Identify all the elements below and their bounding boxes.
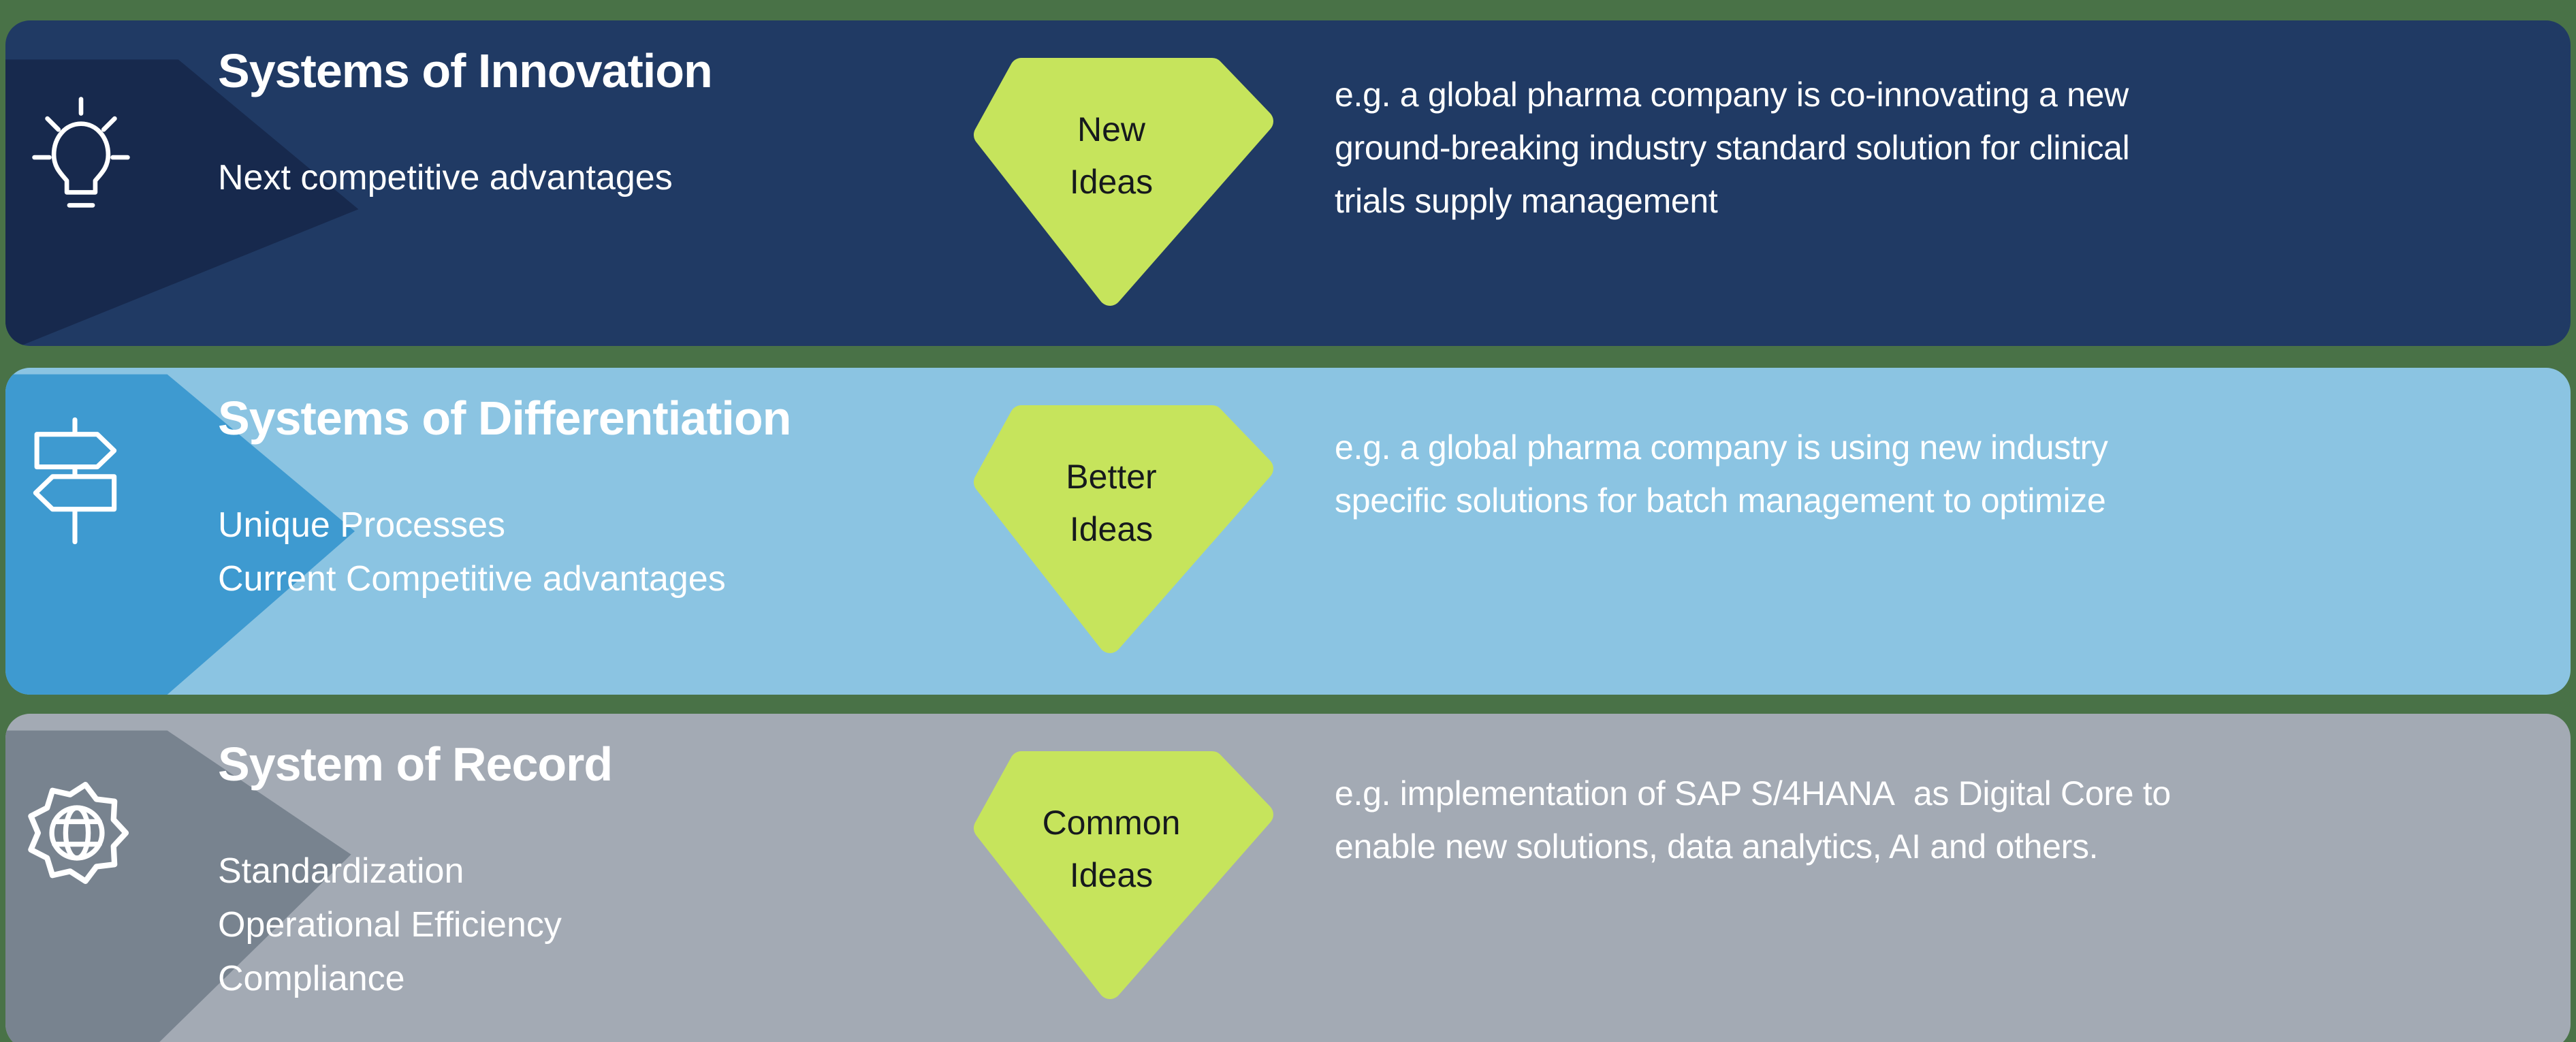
badge-label: Better Ideas (970, 451, 1252, 556)
badge-line: Ideas (1069, 510, 1154, 548)
example-line: enable new solutions, data analytics, AI… (1335, 827, 2099, 866)
signpost-icon (33, 417, 117, 545)
band-systems-of-differentiation: Systems of Differentiation Unique Proces… (5, 368, 2571, 695)
example-text: e.g. implementation of SAP S/4HANA as Di… (1335, 767, 2171, 873)
example-text: e.g. a global pharma company is co-innov… (1335, 68, 2130, 227)
band-title: Systems of Innovation (218, 44, 713, 97)
better-ideas-badge: Better Ideas (970, 402, 1277, 657)
badge-line: New (1077, 110, 1146, 148)
idea-diamond-shape (974, 405, 1273, 653)
subtitle-line: Operational Efficiency (218, 905, 562, 945)
example-line: e.g. a global pharma company is co-innov… (1335, 76, 2129, 114)
subtitle-line: Unique Processes (218, 505, 505, 545)
subtitle-line: Next competitive advantages (218, 158, 673, 198)
badge-line: Ideas (1069, 856, 1154, 894)
example-line: e.g. implementation of SAP S/4HANA as Di… (1335, 774, 2171, 812)
band-subtitle: Unique Processes Current Competitive adv… (218, 499, 726, 606)
gear-globe-icon (28, 782, 129, 884)
band-systems-of-innovation: Systems of Innovation Next competitive a… (5, 20, 2571, 346)
band-title: System of Record (218, 738, 613, 791)
example-line: e.g. a global pharma company is using ne… (1335, 428, 2108, 467)
band-system-of-record: System of Record Standardization Operati… (5, 714, 2571, 1042)
subtitle-line: Compliance (218, 959, 405, 998)
badge-line: Common (1042, 804, 1181, 842)
band-title: Systems of Differentiation (218, 392, 791, 445)
subtitle-line: Standardization (218, 851, 464, 891)
idea-diamond-shape (974, 58, 1273, 306)
common-ideas-badge: Common Ideas (970, 748, 1277, 1003)
badge-line: Better (1066, 458, 1157, 496)
badge-label: Common Ideas (970, 797, 1252, 902)
idea-diamond-shape (974, 751, 1273, 999)
example-line: ground-breaking industry standard soluti… (1335, 129, 2130, 167)
badge-label: New Ideas (970, 104, 1252, 208)
example-line: trials supply management (1335, 182, 1718, 220)
band-subtitle: Standardization Operational Efficiency C… (218, 844, 562, 1006)
subtitle-line: Current Competitive advantages (218, 559, 726, 599)
example-text: e.g. a global pharma company is using ne… (1335, 421, 2108, 527)
lightbulb-icon (32, 97, 130, 208)
badge-line: Ideas (1069, 163, 1154, 201)
new-ideas-badge: New Ideas (970, 54, 1277, 310)
example-line: specific solutions for batch management … (1335, 481, 2106, 520)
band-subtitle: Next competitive advantages (218, 151, 673, 205)
